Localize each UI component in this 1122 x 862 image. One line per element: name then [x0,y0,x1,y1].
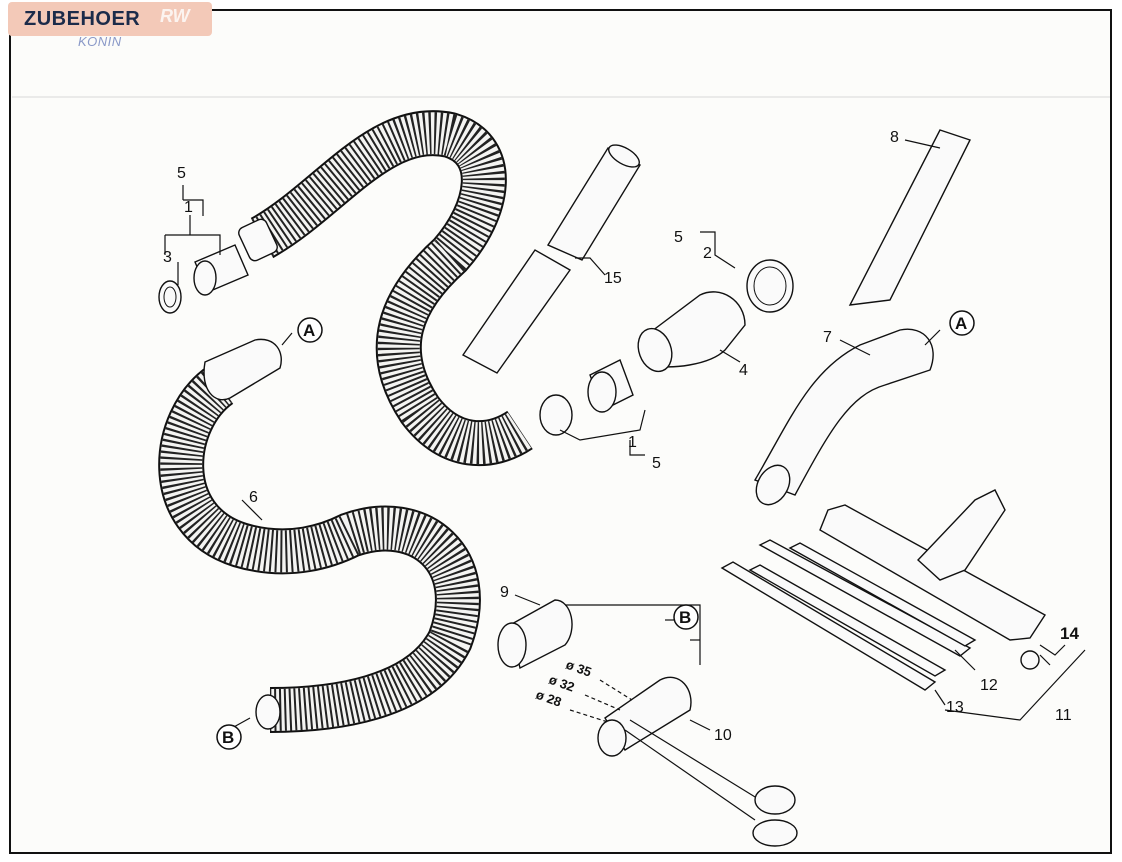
adapter-part-4 [637,259,794,373]
bent-handle-tube [753,328,934,506]
callout-13: 13 [946,699,964,716]
connector-b-hose: B [216,724,242,750]
callout-5-mid: 5 [652,455,661,472]
upper-hose [238,110,533,467]
lower-hose [158,338,481,733]
callout-4: 4 [739,362,748,379]
hose-cuff-set-left [158,244,249,314]
callout-5-right: 5 [674,229,683,246]
callout-2: 2 [703,245,712,262]
extension-tubes [461,144,641,374]
logo-subtext: KONIN [78,34,122,49]
callout-8: 8 [890,129,899,146]
adapter-part-9 [497,599,573,670]
rubber-strips [720,539,977,691]
wheel-part-14 [1020,650,1051,670]
diameter-pointers [569,679,633,723]
connector-b-adapter: B [673,604,699,630]
reducer-part-10 [597,676,692,757]
connector-a-handle-label: A [955,314,967,333]
scissors-tool [624,719,798,847]
connector-a-handle: A [949,310,975,336]
callout-10: 10 [714,727,732,744]
connector-a-hose-label: A [303,321,315,340]
callout-12: 12 [980,677,998,694]
logo-ghost-text: RW [160,6,190,26]
callout-1-mid: 1 [628,434,637,451]
diameter-35-label: ø 35 [564,657,594,680]
hose-cuff-set-middle [539,359,634,436]
callout-3: 3 [163,249,172,266]
logo-text: ZUBEHOER [24,8,141,30]
watermark-logo: ZUBEHOER RW [8,2,212,36]
connector-b-adapter-label: B [679,608,691,627]
callout-11: 11 [1055,707,1072,724]
callout-1-top: 1 [184,199,193,216]
crevice-nozzle [848,129,971,306]
callout-14: 14 [1060,624,1079,643]
connector-a-hose: A [297,317,323,343]
callout-15: 15 [604,270,622,287]
callout-9: 9 [500,584,509,601]
callout-6: 6 [249,489,258,506]
callout-5-top: 5 [177,165,186,182]
callout-7: 7 [823,329,832,346]
connector-b-hose-label: B [222,728,234,747]
floor-nozzle [819,489,1046,641]
